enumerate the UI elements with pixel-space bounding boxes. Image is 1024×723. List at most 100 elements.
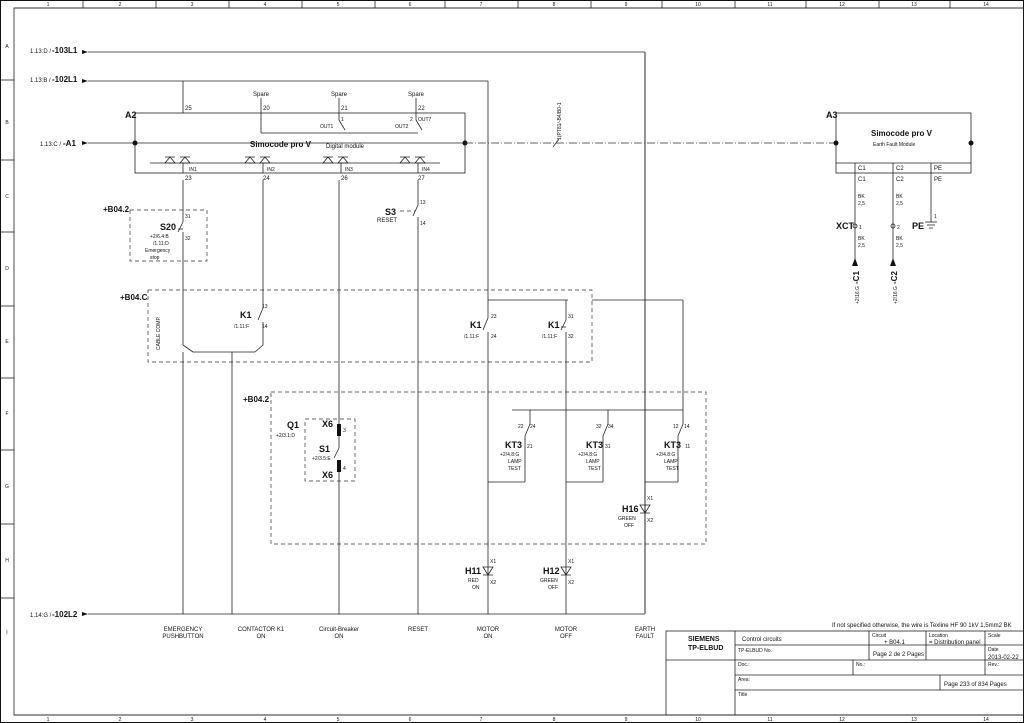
label-earth-1: EARTH [635, 627, 655, 633]
k1a-pin13: 13 [262, 304, 268, 310]
a2-title: Simocode pro V [250, 140, 312, 149]
h11-lamp-icon [482, 566, 494, 576]
a3-module: A3 Simocode pro V Earth Fault Module C1 … [826, 110, 974, 304]
label-motor-on-2: ON [484, 634, 493, 640]
row-I: I [6, 630, 7, 636]
k1c-tag: K1 [548, 320, 560, 330]
row-B: B [5, 120, 9, 126]
title-date-value: 2013-02-22 [988, 655, 1019, 661]
row-labels: A B C D E F G H I [0, 44, 14, 636]
a2-term-26: 26 [341, 176, 348, 182]
h12-desc1: GREEN [540, 578, 558, 584]
a3-c1: -C1 [852, 271, 861, 284]
rail-102L1: 1.13:B / -102L1 [30, 75, 489, 300]
label-contactor-2: ON [257, 634, 266, 640]
x6-bot-tag: X6 [322, 470, 333, 480]
a2-in3: IN3 [345, 167, 353, 173]
x6-top-tag: X6 [322, 419, 333, 429]
kt3-1-ref: +2/4.8:G [500, 452, 519, 458]
s20-desc2: stop [150, 255, 160, 261]
col-5: 5 [337, 2, 340, 8]
column-footer: 1 2 3 4 5 6 7 8 9 10 11 12 13 14 [14, 714, 1024, 723]
label-earth-2: FAULT [636, 634, 655, 640]
s20-tag: S20 [160, 222, 176, 232]
s3-pin14: 14 [420, 221, 426, 227]
s3-tag: S3 [385, 207, 396, 217]
kt3-2-desc1: LAMP [586, 459, 600, 465]
a3-term-c2: C2 [896, 166, 904, 172]
a3-wire2-color: BK [896, 194, 903, 200]
kt3-2-tag: KT3 [586, 440, 603, 450]
kt3-1-desc2: TEST [508, 466, 521, 472]
a2-out1: OUT1 [320, 124, 334, 130]
a3-wire1b-color: BK [858, 236, 865, 242]
title-page-line: Page 2 de 2 Pages [873, 652, 924, 658]
a3-subtitle: Earth Fault Module [873, 142, 915, 148]
col-12: 12 [839, 2, 845, 8]
a3-xct-pin2: 2 [897, 225, 900, 231]
h11-desc2: ON [472, 585, 480, 591]
row-A: A [5, 44, 9, 50]
kt3-3-desc1: LAMP [664, 459, 678, 465]
b04c-cable: CABLE COMP. [156, 316, 162, 350]
h16-desc2: OFF [624, 523, 634, 529]
h16-lamp-icon [639, 504, 651, 514]
col-foot-7: 7 [480, 717, 483, 723]
col-foot-8: 8 [553, 717, 556, 723]
col-foot-12: 12 [839, 717, 845, 723]
a3-term-pe: PE [934, 166, 942, 172]
kt3-3-tag: KT3 [664, 440, 681, 450]
label-reset: RESET [408, 627, 428, 633]
k1c-ref: /1.11:F [542, 334, 557, 340]
title-block: SIEMENS TP-ELBUD Control circuits TP-ELB… [665, 630, 1024, 716]
col-1: 1 [47, 2, 50, 8]
col-13: 13 [911, 2, 917, 8]
ground-icon [925, 221, 937, 229]
x6-top-terminal [337, 424, 341, 436]
col-foot-4: 4 [264, 717, 267, 723]
a3-pe: PE [912, 221, 924, 231]
h16-tag: H16 [622, 504, 639, 514]
title-date-label: Date [988, 647, 999, 653]
s20-ref2: /1.11:D [153, 241, 169, 247]
rail-A1-name: -A1 [63, 139, 76, 148]
a3-wire1-color: BK [858, 194, 865, 200]
col-foot-5: 5 [337, 717, 340, 723]
title-circuit-label: Circuit [872, 633, 887, 639]
a2-inputs [150, 156, 440, 173]
k1a-pin14: 14 [262, 324, 268, 330]
col-3: 3 [191, 2, 194, 8]
rail-103L1-name: -103L1 [52, 46, 78, 55]
rail-A1: 1.13:C / -A1 [40, 139, 135, 148]
row-C: C [5, 194, 9, 200]
a3-c2: -C2 [890, 271, 899, 284]
col-foot-1: 1 [47, 717, 50, 723]
col-foot-13: 13 [911, 717, 917, 723]
a2-in4: IN4 [422, 167, 430, 173]
kt3-2-pin32: 32 [596, 424, 602, 430]
k1b-pin24: 24 [491, 334, 497, 340]
a2-spare-3: Spare [408, 92, 425, 98]
title-total-pages: Page 233 of 834 Pages [944, 682, 1007, 688]
kt3-3-pin11: 11 [685, 444, 690, 450]
row-G: G [5, 484, 9, 490]
rail-102L2-ref: 1.14:G / [30, 613, 52, 619]
kt3-1-tag: KT3 [505, 440, 522, 450]
h12-desc2: OFF [548, 585, 558, 591]
a3-title: Simocode pro V [871, 129, 933, 138]
a2-term-20: 20 [263, 106, 270, 112]
b042-top-loc: +B04.2 [103, 205, 130, 214]
k1b-tag: K1 [470, 320, 482, 330]
b04c-loc: +B04.C [120, 293, 148, 302]
a2-term-27: 27 [418, 176, 425, 182]
title-title-label: Title [738, 692, 747, 698]
title-proj-label: TP-ELBUD No. [738, 648, 772, 654]
label-contactor-1: CONTACTOR K1 [238, 627, 285, 633]
lamp-h11: H11 RED ON X1 X2 [465, 482, 496, 614]
x6-top-pin: 3 [343, 428, 346, 434]
rail-A1-ref: 1.13:C / [40, 142, 61, 148]
title-brand2: TP-ELBUD [688, 645, 723, 652]
col-foot-10: 10 [695, 717, 701, 723]
k1a-ref: /1.11:F [234, 324, 249, 330]
rail-102L2: 1.14:G / -102L2 [30, 610, 645, 619]
